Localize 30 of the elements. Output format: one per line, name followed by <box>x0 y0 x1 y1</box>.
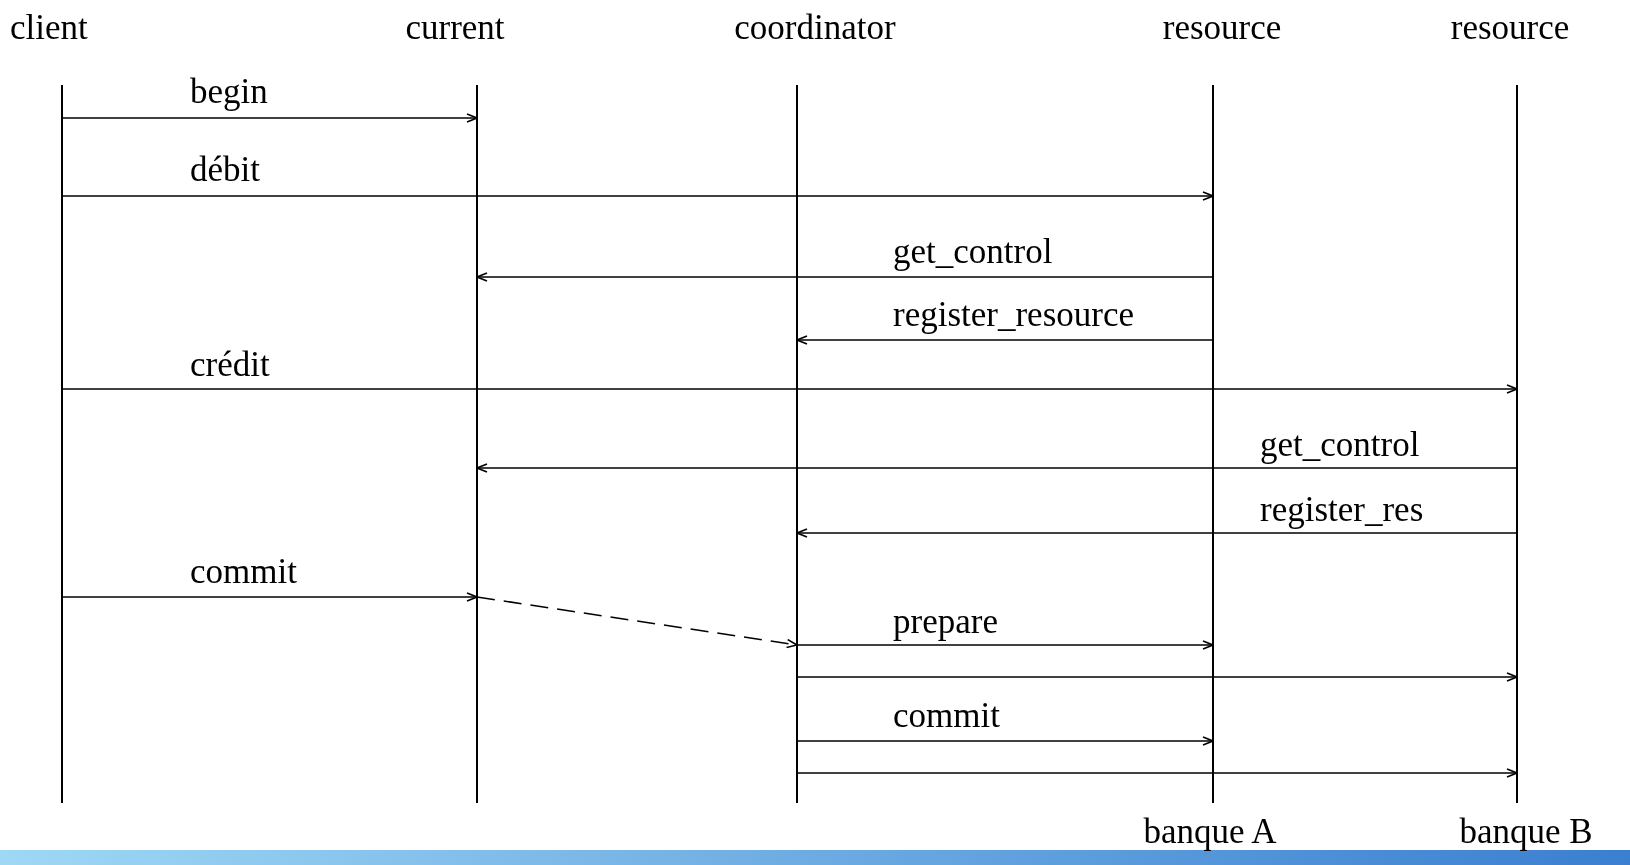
message-label: begin <box>190 72 268 112</box>
message-arrow <box>796 768 1518 778</box>
message-arrow <box>796 672 1518 682</box>
message-arrow <box>796 335 1214 345</box>
message-arrow <box>796 528 1518 538</box>
lifeline-heading: coordinator <box>734 8 896 48</box>
message-arrow <box>61 384 1518 394</box>
message-arrow <box>476 463 1518 473</box>
lifeline-caption: banque B <box>1459 812 1593 852</box>
message-arrow <box>61 592 478 602</box>
message-arrow <box>796 736 1214 746</box>
lifeline-heading: current <box>405 8 505 48</box>
message-arrow <box>476 272 1214 282</box>
lifeline-heading: resource <box>1450 8 1570 48</box>
message-label: get_control <box>893 232 1053 272</box>
message-arrow <box>61 113 478 123</box>
message-arrow <box>61 191 1214 201</box>
message-label: crédit <box>190 345 270 385</box>
message-arrow <box>796 640 1214 650</box>
message-label: register_resource <box>893 295 1134 335</box>
lifeline-heading: resource <box>1162 8 1282 48</box>
lifeline-heading: client <box>10 8 88 48</box>
message-label: commit <box>190 552 297 592</box>
message-label: prepare <box>893 602 998 642</box>
lifeline-caption: banque A <box>1143 812 1277 852</box>
message-label: register_res <box>1260 490 1424 530</box>
message-label: get_control <box>1260 425 1420 465</box>
message-label: commit <box>893 696 1000 736</box>
message-label: débit <box>190 150 260 190</box>
message-arrow <box>476 596 798 649</box>
